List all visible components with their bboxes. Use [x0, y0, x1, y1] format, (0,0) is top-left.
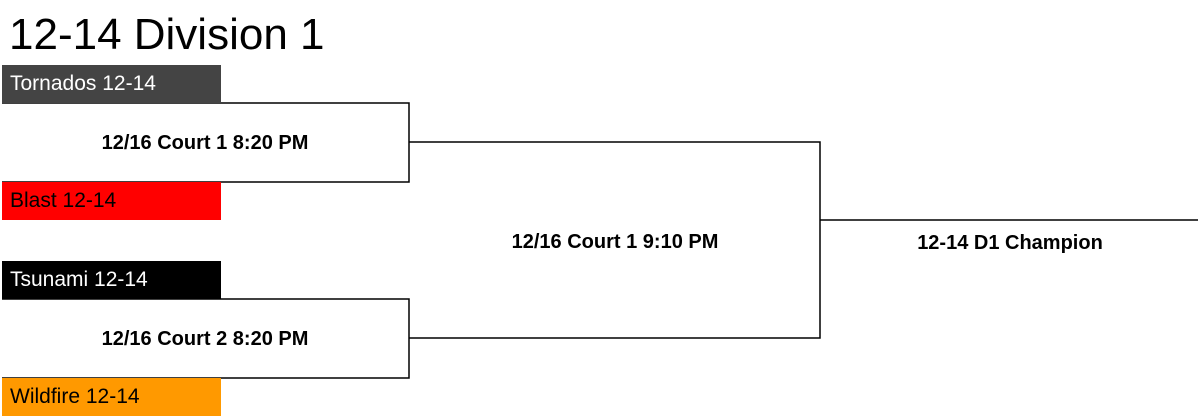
team-slot-blast: Blast 12-14	[2, 182, 221, 220]
team-slot-wildfire: Wildfire 12-14	[2, 378, 221, 416]
semifinal-1-info: 12/16 Court 1 8:20 PM	[101, 132, 309, 154]
champion-label: 12-14 D1 Champion	[917, 232, 1103, 254]
bracket-title: 12-14 Division 1	[9, 10, 325, 59]
semifinal-2-info: 12/16 Court 2 8:20 PM	[101, 328, 309, 350]
final-game-info: 12/16 Court 1 9:10 PM	[511, 231, 719, 253]
team-slot-tsunami: Tsunami 12-14	[2, 261, 221, 299]
team-slot-tornados: Tornados 12-14	[2, 65, 221, 103]
final-connector	[409, 141, 821, 339]
